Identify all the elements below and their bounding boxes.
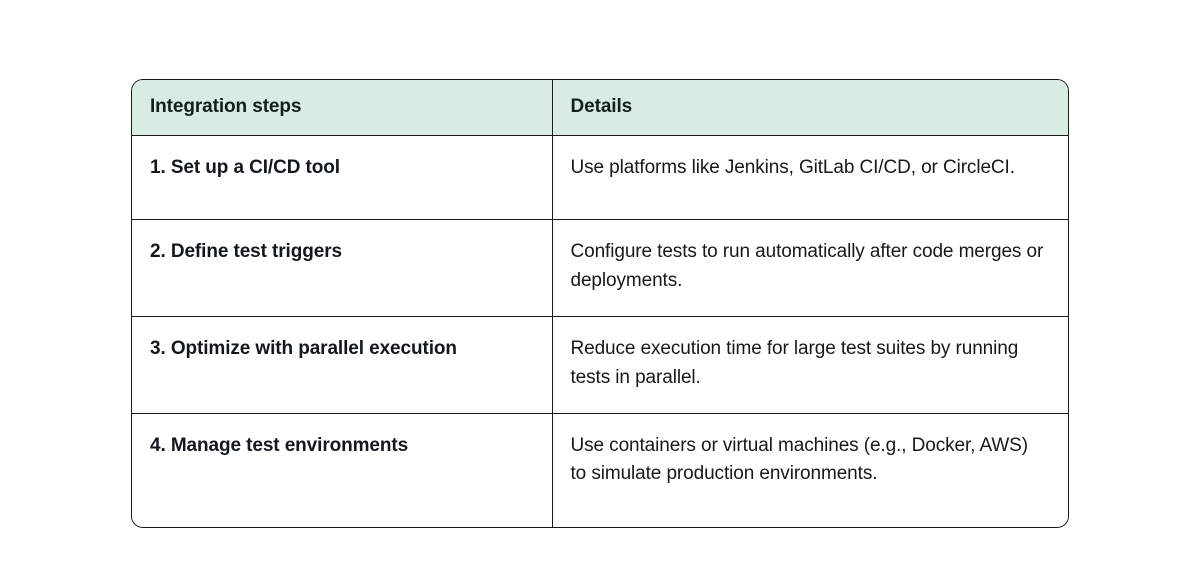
cell-detail-2: Configure tests to run automatically aft… <box>552 219 1068 317</box>
table-row: 2. Define test triggers Configure tests … <box>132 219 1068 317</box>
cell-detail-1: Use platforms like Jenkins, GitLab CI/CD… <box>552 135 1068 220</box>
table-header: Integration steps Details <box>132 80 1068 136</box>
column-header-details: Details <box>552 80 1068 136</box>
table-body: 1. Set up a CI/CD tool Use platforms lik… <box>132 135 1068 527</box>
cell-detail-4: Use containers or virtual machines (e.g.… <box>570 434 1029 485</box>
cell-detail-3: Reduce execution time for large test sui… <box>552 316 1068 414</box>
cell-step-4: 4. Manage test environments <box>132 413 553 527</box>
cell-step-3: 3. Optimize with parallel execution <box>132 316 553 414</box>
integration-steps-table: Integration steps Details 1. Set up a CI… <box>132 80 1068 527</box>
cell-step-1: 1. Set up a CI/CD tool <box>132 135 553 220</box>
cell-step-2: 2. Define test triggers <box>132 219 553 317</box>
table-row: 1. Set up a CI/CD tool Use platforms lik… <box>132 135 1068 220</box>
integration-steps-table-container: Integration steps Details 1. Set up a CI… <box>131 79 1069 528</box>
column-header-integration-steps: Integration steps <box>132 80 553 136</box>
table-header-row: Integration steps Details <box>132 80 1068 136</box>
table-row: 3. Optimize with parallel execution Redu… <box>132 316 1068 414</box>
table-row: 4. Manage test environments Use containe… <box>132 413 1068 527</box>
